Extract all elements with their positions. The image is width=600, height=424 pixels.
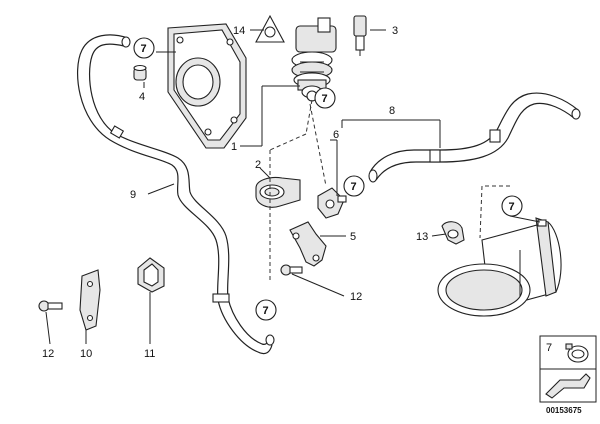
callout-1: 1 xyxy=(231,141,237,153)
clip-part xyxy=(441,221,465,245)
svg-text:7: 7 xyxy=(263,305,269,317)
callout-4: 4 xyxy=(139,91,145,103)
hose-right xyxy=(368,92,581,183)
leader-lines xyxy=(45,29,541,345)
hose-left-long xyxy=(76,34,275,355)
legend-box: 7 xyxy=(539,335,597,403)
svg-text:7: 7 xyxy=(322,93,328,105)
svg-text:7: 7 xyxy=(509,201,515,213)
callout-12-left: 12 xyxy=(42,348,54,360)
callout-6: 6 xyxy=(333,129,339,141)
warning-triangle-icon xyxy=(255,14,285,43)
legend-clamp-number: 7 xyxy=(546,342,552,354)
callout-2: 2 xyxy=(255,159,261,171)
callout-10: 10 xyxy=(80,348,92,360)
callout-8: 8 xyxy=(389,105,395,117)
callout-12-center: 12 xyxy=(350,291,362,303)
circled-callout-7a: 7 xyxy=(133,37,155,59)
bracket-part xyxy=(289,221,327,267)
sleeve-part xyxy=(133,64,147,81)
svg-text:7: 7 xyxy=(141,43,147,55)
holder-ring xyxy=(255,176,301,208)
bolt-left xyxy=(38,300,63,312)
check-valve xyxy=(317,187,347,219)
hose-clamp-icon xyxy=(565,343,589,363)
canister xyxy=(437,217,562,317)
circled-callout-7c: 7 xyxy=(343,175,365,197)
sensor-part xyxy=(353,15,367,56)
bolt-center xyxy=(280,264,303,276)
callout-5: 5 xyxy=(350,231,356,243)
callouts: 14 3 4 1 2 6 8 9 5 13 12 12 10 11 xyxy=(42,25,428,360)
holder-clip xyxy=(137,257,165,293)
throttle-housing xyxy=(156,23,247,149)
callout-3: 3 xyxy=(392,25,398,37)
callout-14: 14 xyxy=(233,25,245,37)
callout-11: 11 xyxy=(144,348,155,360)
svg-text:7: 7 xyxy=(351,181,357,193)
circled-callout-7d: 7 xyxy=(501,195,523,217)
bracket-left xyxy=(79,269,101,331)
gasket-shape-icon xyxy=(545,373,591,399)
callout-9: 9 xyxy=(130,189,136,201)
circled-callout-7e: 7 xyxy=(255,299,277,321)
callout-13: 13 xyxy=(416,231,428,243)
circled-callout-7b: 7 xyxy=(314,87,336,109)
document-id: 00153675 xyxy=(546,406,582,415)
